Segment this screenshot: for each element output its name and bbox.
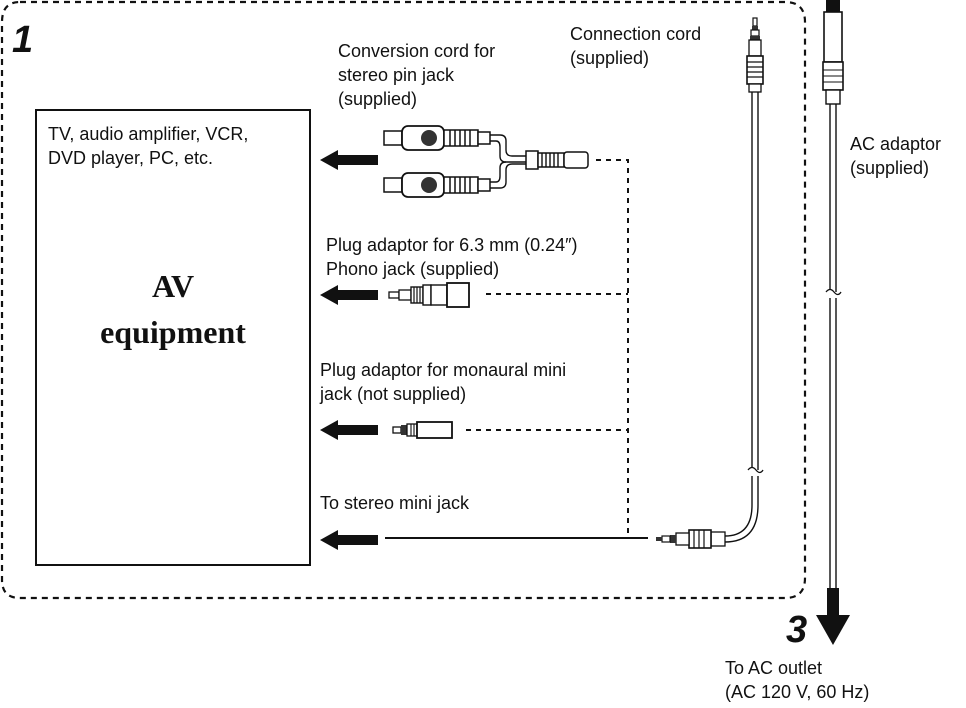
- arrow-down-icon: [816, 588, 850, 645]
- phono-plug-adaptor-icon: [388, 282, 470, 308]
- arrow-left-icon-stereo: [320, 530, 378, 550]
- arrow-left-icon-pin: [320, 150, 378, 170]
- mono-adaptor-label-line2: jack (not supplied): [319, 384, 466, 404]
- conversion-cord-label-line3: (supplied): [338, 89, 417, 109]
- ac-adaptor-label-line1: AC adaptor: [850, 134, 941, 154]
- mono-plug-adaptor-icon: [392, 421, 453, 439]
- connection-cord-icon: [656, 17, 764, 549]
- ac-adaptor-cord-icon: [822, 0, 844, 588]
- step-number-1: 1: [12, 19, 33, 61]
- av-equipment-box: [35, 109, 311, 566]
- conversion-cord-label-line1: Conversion cord for: [338, 41, 495, 61]
- ac-outlet-label-line2: (AC 120 V, 60 Hz): [725, 682, 869, 702]
- phono-adaptor-label-line2: Phono jack (supplied): [326, 259, 499, 279]
- arrow-left-icon-phono: [320, 285, 378, 305]
- rca-conversion-cord-icon: [383, 125, 589, 198]
- mono-adaptor-label-line1: Plug adaptor for monaural mini: [320, 360, 566, 380]
- step1-region-border: [0, 0, 807, 600]
- ac-outlet-label-line1: To AC outlet: [725, 658, 822, 678]
- av-devices-label-line2: DVD player, PC, etc.: [48, 148, 213, 168]
- connection-cord-label-line2: (supplied): [570, 48, 649, 68]
- arrow-left-icon-mono: [320, 420, 378, 440]
- phono-adaptor-label-line1: Plug adaptor for 6.3 mm (0.24″): [326, 235, 578, 255]
- av-devices-label-line1: TV, audio amplifier, VCR,: [48, 124, 248, 144]
- connection-cord-label-line1: Connection cord: [570, 24, 701, 44]
- step-number-3: 3: [786, 609, 807, 651]
- av-equipment-title-line2: equipment: [100, 314, 246, 350]
- av-equipment-title-line1: AV: [152, 268, 194, 304]
- ac-adaptor-label-line2: (supplied): [850, 158, 929, 178]
- stereo-mini-jack-label: To stereo mini jack: [320, 493, 470, 513]
- conversion-cord-label-line2: stereo pin jack: [338, 65, 455, 85]
- dashed-connectors: [466, 159, 629, 538]
